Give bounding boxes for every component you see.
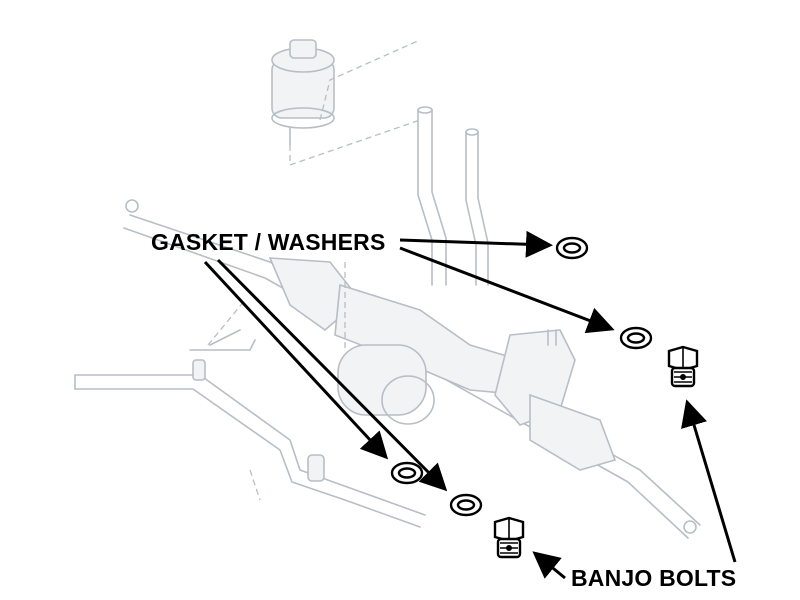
steering-rack-housing [123, 199, 701, 539]
bracket-leader-lines [207, 262, 346, 501]
return-hose [74, 374, 426, 528]
washer-lower-left [390, 461, 424, 485]
gasket-washers-label: GASKET / WASHERS [151, 229, 386, 255]
arrow-to-washer-top [399, 230, 553, 258]
arrow-to-banjo-bolt-left [532, 551, 566, 580]
gasket-callout-arrows [203, 230, 615, 492]
arrow-to-banjo-bolt-right [681, 399, 737, 563]
power-steering-reservoir [271, 39, 335, 146]
washer-top [555, 236, 589, 260]
pressure-hoses [417, 106, 489, 286]
banjo-bolt-left [493, 516, 525, 559]
reservoir-leader-line [289, 39, 421, 166]
washer-lower-middle [449, 493, 483, 517]
banjo-bolts-label: BANJO BOLTS [571, 565, 737, 591]
banjo-callout-arrows [532, 399, 737, 580]
arrow-to-washer-lower-middle [216, 258, 448, 492]
arrow-to-washer-lower-left [203, 260, 389, 460]
arrow-to-washer-middle-right [399, 246, 615, 334]
washer-middle-right [619, 326, 653, 350]
banjo-bolt-right [667, 345, 699, 388]
small-bracket [189, 329, 256, 381]
